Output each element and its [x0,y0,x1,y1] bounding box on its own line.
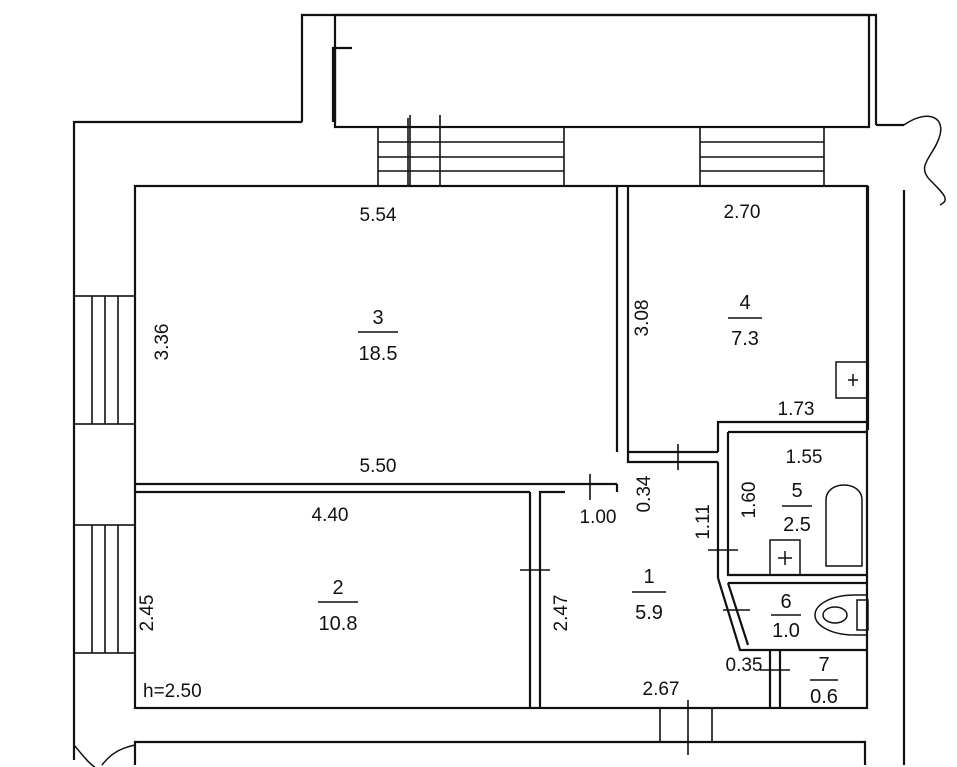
room-number: 6 [780,591,791,613]
dim-hall-step: 0.34 [634,475,655,512]
break-line-left [73,744,96,767]
door-marks [407,118,790,755]
room-labels: 3 18.5 4 7.3 2 10.8 1 5.9 5 2.5 6 1.0 [318,292,838,708]
dim-hall-side: 2.47 [551,595,572,632]
windows [73,115,825,654]
room-7-label: 7 0.6 [810,654,838,708]
exterior-walls [72,13,946,767]
room-area: 7.3 [731,328,759,350]
room-area: 1.0 [772,620,800,642]
dim-bath-height: 1.60 [739,482,760,519]
room-area: 10.8 [319,613,358,635]
dim-room2-side: 2.45 [137,595,158,632]
room-area: 2.5 [783,514,811,536]
room-number: 5 [791,480,802,502]
room-number: 1 [643,566,654,588]
room-1-label: 1 5.9 [632,566,666,624]
room-2-label: 2 10.8 [318,577,358,635]
dim-room3-bottom: 5.50 [360,456,397,477]
dim-hall-right: 1.11 [693,504,714,540]
dim-room2-top: 4.40 [312,505,349,526]
room-number: 3 [372,307,383,329]
dim-hall-bottom: 2.67 [643,679,680,700]
dimension-labels: 5.54 3.36 5.50 2.70 3.08 1.73 4.40 2.45 … [137,202,822,702]
room-5-label: 5 2.5 [782,480,812,536]
dim-bath-width: 1.55 [786,447,823,468]
dim-room3-top: 5.54 [360,205,397,226]
room-3-label: 3 18.5 [358,307,398,365]
washbasin [769,539,801,576]
fixtures [769,361,869,636]
ceiling-height-label: h=2.50 [143,681,202,702]
room-area: 0.6 [810,686,838,708]
room-area: 5.9 [635,602,663,624]
dim-doorway: 1.00 [580,507,617,528]
break-line-right [903,115,946,206]
room-number: 7 [818,654,829,676]
dim-room4-bottom: 1.73 [778,399,815,420]
room-number: 2 [332,577,343,599]
dim-room4-top: 2.70 [724,202,761,223]
dim-room3-side: 3.36 [152,324,173,361]
partitions [135,186,868,708]
dim-room4-side: 3.08 [632,300,653,337]
room-4-label: 4 7.3 [728,292,762,350]
kitchen-stove [835,361,869,399]
dim-wc-width: 0.35 [726,655,763,676]
room-6-label: 6 1.0 [771,591,801,642]
apartment-interior [133,184,869,710]
room-number: 4 [739,292,750,314]
toilet [814,594,868,636]
room-area: 18.5 [359,343,398,365]
bathtub [825,484,863,567]
balcony [333,13,871,129]
